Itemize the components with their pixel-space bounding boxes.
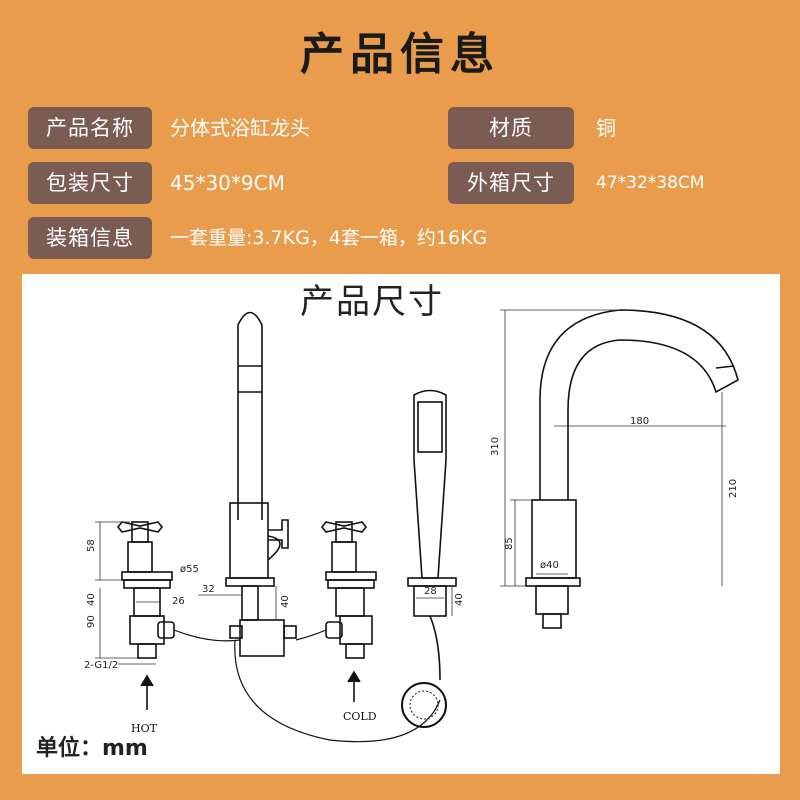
hot-valve: [116, 521, 175, 659]
drawing-title: 产品尺寸: [300, 282, 444, 322]
hot-label: HOT: [131, 722, 157, 735]
dim-310: 310: [490, 437, 501, 456]
product-name-value: 分体式浴缸龙头: [170, 116, 310, 140]
dim-90: 90: [86, 615, 97, 628]
dim-85: 85: [504, 537, 515, 550]
dim-40-left: 40: [86, 593, 97, 606]
hand-shower: [407, 389, 457, 681]
package-size-label: 包装尺寸: [28, 162, 152, 204]
side-view-spout: [525, 309, 739, 629]
center-spout: [225, 311, 297, 657]
dim-thread: 2-G1/2: [84, 660, 118, 671]
cold-valve: [320, 521, 377, 659]
carton-size-label: 外箱尺寸: [448, 162, 574, 204]
dim-40-side: ø40: [540, 560, 559, 571]
cold-arrow: [347, 670, 361, 702]
dim-58: 58: [86, 539, 97, 552]
dim-210: 210: [728, 479, 739, 498]
page-title: 产品信息: [300, 29, 500, 80]
package-size-value: 45*30*9CM: [170, 171, 285, 195]
dim-26: 26: [172, 596, 185, 607]
dim-180: 180: [630, 416, 649, 427]
product-name-label: 产品名称: [28, 107, 152, 149]
material-label: 材质: [448, 107, 574, 149]
dim-32: 32: [202, 584, 215, 595]
material-value: 铜: [596, 116, 616, 140]
hot-arrow: [140, 674, 154, 710]
dim-28: 28: [424, 586, 437, 597]
packing-info-label: 装箱信息: [28, 217, 152, 259]
carton-size-value: 47*32*38CM: [596, 173, 705, 193]
dim-55: ø55: [180, 564, 199, 575]
dim-40-center: 40: [280, 595, 291, 608]
cold-label: COLD: [343, 710, 377, 723]
unit-label: 单位：mm: [36, 736, 148, 761]
dim-40-shower: 40: [454, 593, 465, 606]
packing-info-value: 一套重量:3.7KG，4套一箱，约16KG: [170, 227, 488, 249]
